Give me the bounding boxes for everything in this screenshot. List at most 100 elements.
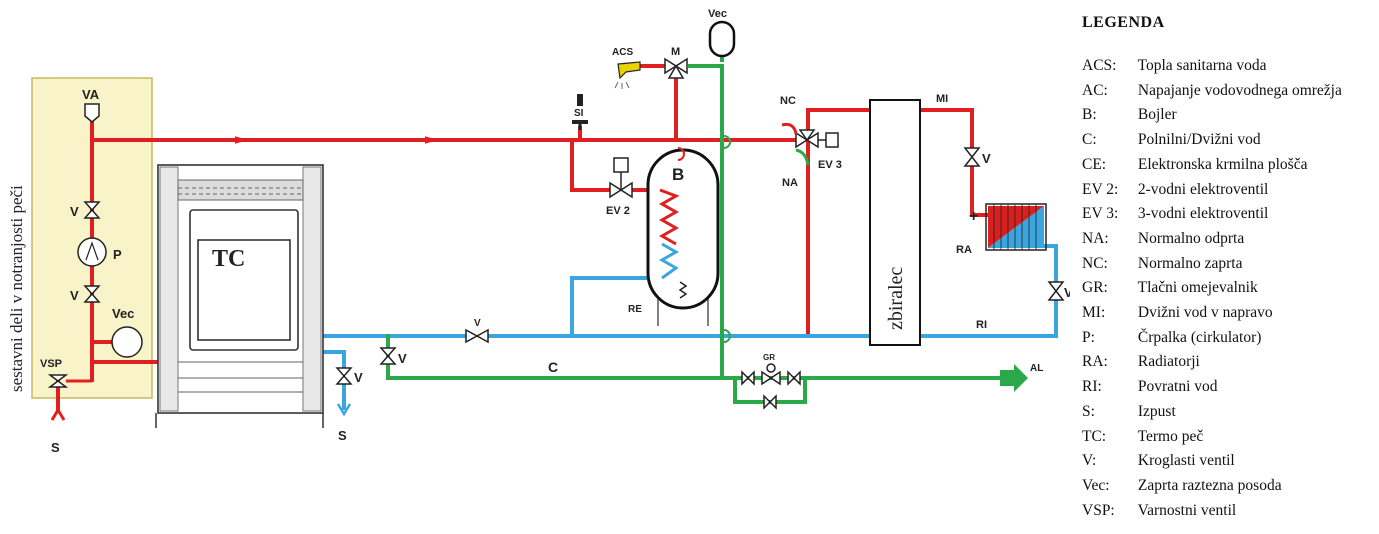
- legend-item: AC: Napajanje vodovodnega omrežja: [1082, 79, 1374, 104]
- nc-label: NC: [780, 95, 796, 107]
- pressure-reducer-icon: [741, 363, 801, 410]
- legend-code: CE:: [1082, 155, 1107, 173]
- si-label: SI: [574, 108, 584, 119]
- legend-item: ACS: Topla sanitarna voda: [1082, 54, 1374, 79]
- legend-title: LEGENDA: [1082, 14, 1165, 31]
- legend-item: TC: Termo peč: [1082, 425, 1374, 450]
- legend-text: Normalno odprta: [1137, 229, 1245, 247]
- legend-item: Vec: Zaprta raztezna posoda: [1082, 474, 1374, 499]
- legend-code: EV 2:: [1082, 180, 1119, 198]
- ev3-label: EV 3: [818, 159, 842, 171]
- legend-item: S: Izpust: [1082, 400, 1374, 425]
- legend-item: VSP: Varnostni ventil: [1082, 499, 1374, 524]
- acs-label: ACS: [612, 47, 633, 58]
- mixing-valve-icon: [664, 57, 688, 79]
- legend-text: Elektronska krmilna plošča: [1137, 155, 1308, 173]
- valve-label: V: [982, 151, 991, 166]
- legend-text: Povratni vod: [1137, 378, 1218, 396]
- legend-item: V: Kroglasti ventil: [1082, 449, 1374, 474]
- collector: [869, 99, 921, 346]
- mixer-label: M: [671, 46, 680, 58]
- legend-code: ACS:: [1082, 57, 1117, 74]
- legend-code: NA:: [1082, 229, 1109, 247]
- valve-label: V: [70, 288, 79, 303]
- legend-text: Normalno zaprta: [1137, 254, 1243, 272]
- valve-label: V: [398, 351, 407, 366]
- gr-label: GR: [763, 353, 775, 362]
- safety-valve-icon: [47, 374, 92, 388]
- vec-label: Vec: [708, 8, 727, 20]
- drain-label: S: [51, 440, 60, 455]
- legend-text: Kroglasti ventil: [1137, 452, 1235, 470]
- legend-text: Zaprta raztezna posoda: [1137, 476, 1282, 494]
- legend-item: MI: Dvižni vod v napravo: [1082, 301, 1374, 326]
- return-pipes: [316, 244, 1058, 417]
- legend-item: P: Črpalka (cirkulator): [1082, 326, 1374, 351]
- va-label: VA: [82, 87, 100, 102]
- ball-valve-icon: [465, 328, 489, 344]
- c-label: C: [548, 359, 558, 375]
- legend-item: RI: Povratni vod: [1082, 375, 1374, 400]
- legend-code: TC:: [1082, 427, 1107, 445]
- two-way-electrovalve-icon: [609, 157, 633, 199]
- legend-code: RA:: [1082, 353, 1108, 371]
- heating-schematic: sestavni deli v notranjosti peči: [7, 8, 1070, 455]
- ball-valve-icon: [963, 147, 981, 167]
- pump-label: P: [113, 247, 122, 262]
- legend-text: Varnostni ventil: [1137, 501, 1237, 519]
- sensor-icon: [572, 94, 588, 130]
- legend-code: MI:: [1082, 304, 1106, 322]
- valve-label: V: [70, 204, 79, 219]
- boiler-label: B: [672, 165, 684, 184]
- legend-code: C:: [1082, 131, 1097, 149]
- legend-item: CE: Elektronska krmilna plošča: [1082, 153, 1374, 178]
- collector-label: zbiralec: [885, 267, 907, 330]
- ball-valve-icon: [379, 347, 397, 365]
- legend-item: C: Polnilni/Dvižni vod: [1082, 128, 1374, 153]
- radiator-plus-label: +: [969, 208, 978, 225]
- legend-text: Termo peč: [1137, 427, 1204, 445]
- valve-label: V: [474, 318, 481, 329]
- legend-text: Izpust: [1137, 402, 1176, 420]
- legend-code: S:: [1082, 402, 1095, 420]
- legend-item: B: Bojler: [1082, 103, 1374, 128]
- legend-code: P:: [1082, 328, 1095, 346]
- legend-text: Črpalka (cirkulator): [1137, 328, 1262, 346]
- supply-pipes: [50, 64, 992, 421]
- na-label: NA: [782, 177, 798, 189]
- air-vent-icon: [84, 103, 100, 123]
- legend-code: NC:: [1082, 254, 1108, 272]
- legend-text: Dvižni vod v napravo: [1137, 304, 1273, 322]
- legend-text: Tlačni omejevalnik: [1137, 279, 1258, 297]
- ri-label: RI: [976, 319, 987, 331]
- ra-label: RA: [956, 244, 972, 256]
- boiler-tank: [646, 148, 720, 326]
- legend-text: Bojler: [1137, 106, 1177, 124]
- stove-label: TC: [212, 246, 245, 272]
- expansion-vessel-icon: [708, 20, 736, 58]
- valve-label: V: [1064, 285, 1070, 300]
- thermo-stove: [155, 164, 324, 428]
- legend-code: GR:: [1082, 279, 1108, 297]
- three-way-electrovalve-icon: [795, 129, 839, 149]
- mi-label: MI: [936, 93, 948, 105]
- legend-item: EV 2: 2-vodni elektroventil: [1082, 178, 1374, 203]
- legend-code: V:: [1082, 452, 1097, 470]
- legend-text: Radiatorji: [1137, 353, 1200, 371]
- radiator-icon: [985, 203, 1047, 251]
- legend-text: 3-vodni elektroventil: [1137, 205, 1269, 223]
- valve-label: V: [354, 370, 363, 385]
- legend-text: Topla sanitarna voda: [1137, 57, 1267, 74]
- legend-item: NC: Normalno zaprta: [1082, 252, 1374, 277]
- legend-text: Polnilni/Dvižni vod: [1137, 131, 1261, 149]
- drain-label: S: [338, 428, 347, 443]
- legend-item: NA: Normalno odprta: [1082, 227, 1374, 252]
- nc-port-icon: [781, 122, 798, 135]
- legend-text: Napajanje vodovodnega omrežja: [1137, 81, 1342, 99]
- faucet-icon: [614, 61, 641, 89]
- ball-valve-icon: [83, 285, 101, 303]
- vec-label: Vec: [112, 306, 134, 321]
- ball-valve-icon: [1047, 281, 1065, 301]
